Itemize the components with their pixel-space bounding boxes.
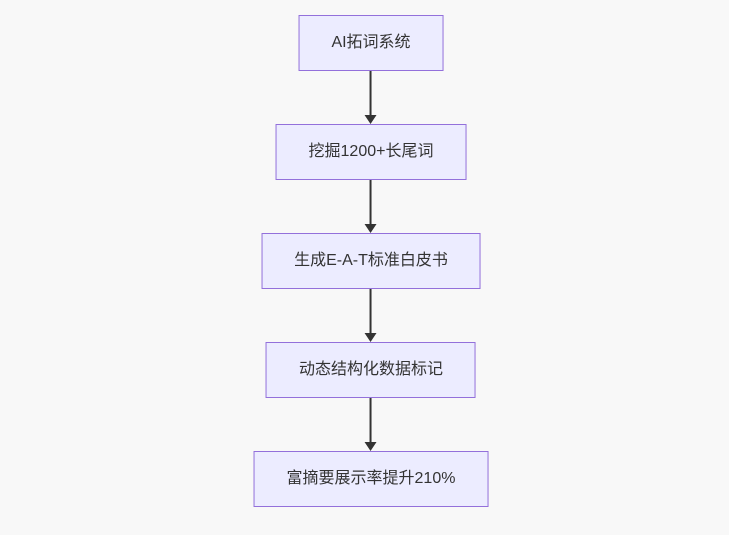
flow-node-eat-standard-whitepaper: 生成E-A-T标准白皮书: [261, 233, 481, 289]
flow-node-dynamic-structured-data-markup: 动态结构化数据标记: [265, 342, 476, 398]
arrow-connector: [365, 180, 377, 233]
arrowhead-down-icon: [365, 333, 377, 342]
arrowhead-down-icon: [365, 224, 377, 233]
flow-node-ai-word-expansion-system: AI拓词系统: [298, 15, 444, 71]
flowchart: AI拓词系统 挖掘1200+长尾词 生成E-A-T标准白皮书 动态结构化数据标记…: [253, 15, 489, 507]
arrow-line: [370, 289, 372, 333]
arrow-line: [370, 398, 372, 442]
arrow-connector: [365, 398, 377, 451]
arrow-line: [370, 180, 372, 224]
arrow-connector: [365, 289, 377, 342]
flow-node-rich-snippet-rate-increase: 富摘要展示率提升210%: [253, 451, 489, 507]
arrow-line: [370, 71, 372, 115]
arrow-connector: [365, 71, 377, 124]
arrowhead-down-icon: [365, 442, 377, 451]
arrowhead-down-icon: [365, 115, 377, 124]
flow-node-longtail-keyword-mining: 挖掘1200+长尾词: [275, 124, 467, 180]
